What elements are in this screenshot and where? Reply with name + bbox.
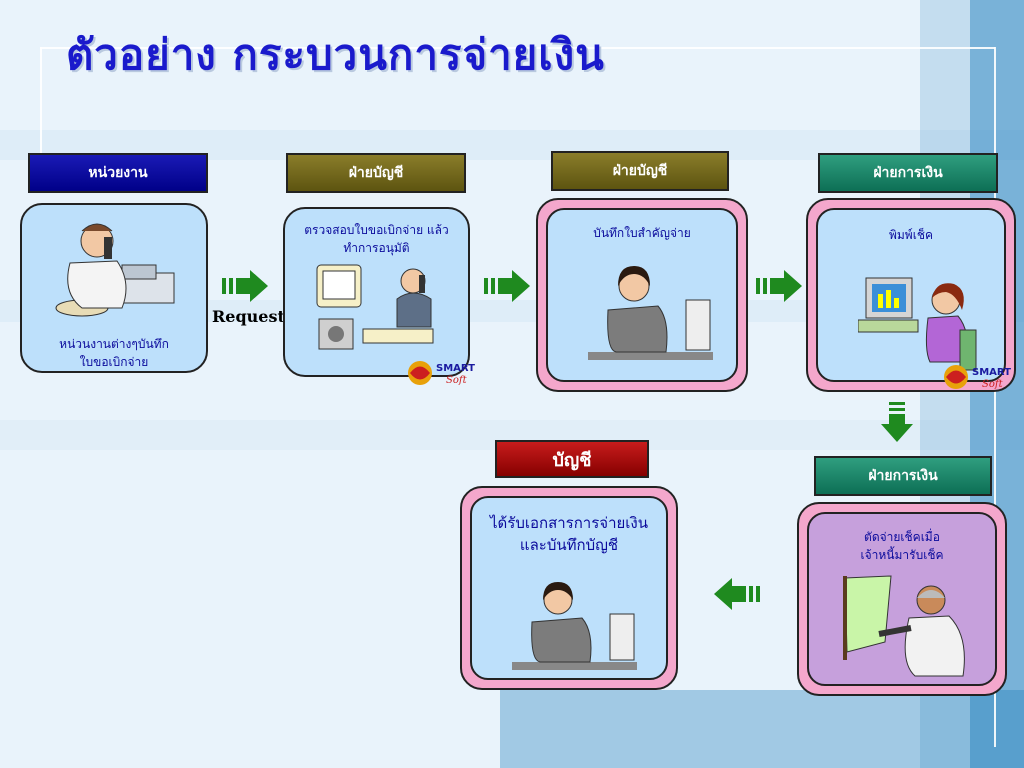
arrow-right-icon (222, 270, 268, 302)
step-2-text-line-2: ทำการอนุมัติ (343, 241, 410, 255)
step-4-heading: ฝ่ายการเงิน (818, 153, 998, 193)
step-6-card: ได้รับเอกสารการจ่ายเงิน และบันทึกบัญชี (460, 486, 678, 690)
logo-text-top: SMART (972, 367, 1011, 378)
step-5-heading: ฝ่ายการเงิน (814, 456, 992, 496)
arrow-right-icon (756, 270, 802, 302)
step-3-heading: ฝ่ายบัญชี (551, 151, 729, 191)
step-1-text-line-1: หน่วนงานต่างๆบันทึก (59, 337, 169, 351)
logo-text-top: SMART (436, 363, 475, 374)
arrow-left-icon (714, 578, 760, 610)
step-6-heading: บัญชี (495, 440, 649, 478)
page-title: ตัวอย่าง กระบวนการจ่ายเงิน (66, 30, 605, 79)
step-3-text-line-1: บันทึกใบสำคัญจ่าย (593, 226, 691, 240)
step-5-card: ตัดจ่ายเช็คเมื่อ เจ้าหนี้มารับเช็ค (797, 502, 1007, 696)
person-on-phone-icon (55, 223, 175, 317)
woman-at-desk-icon (512, 582, 637, 670)
step-1-card: หน่วนงานต่างๆบันทึก ใบขอเบิกจ่าย (20, 203, 208, 373)
step-2-card: ตรวจสอบใบขอเบิกจ่าย แล้ว ทำการอนุมัติ (283, 207, 470, 377)
smart-soft-logo: SMART Soft (942, 362, 1024, 392)
step-1-heading: หน่วยงาน (28, 153, 208, 193)
presenter-icon (843, 575, 965, 677)
arrow-right-icon (484, 270, 530, 302)
step-6-text-line-2: และบันทึกบัญชี (519, 536, 619, 554)
computer-desk-icon (316, 264, 434, 350)
smart-soft-logo: SMART Soft (406, 358, 488, 388)
step-5-text-line-2: เจ้าหนี้มารับเช็ค (860, 548, 944, 562)
step-6-text-line-1: ได้รับเอกสารการจ่ายเงิน (490, 514, 648, 532)
step-4-text-line-1: พิมพ์เช็ค (888, 228, 933, 242)
arrow-down-icon (881, 402, 913, 442)
step-5-text-line-1: ตัดจ่ายเช็คเมื่อ (864, 530, 940, 544)
step-2-text-line-1: ตรวจสอบใบขอเบิกจ่าย แล้ว (304, 223, 449, 237)
step-4-card: พิมพ์เช็ค (806, 198, 1016, 392)
logo-text-bottom: Soft (446, 375, 468, 386)
request-label: Request (212, 307, 285, 326)
step-1-text-line-2: ใบขอเบิกจ่าย (79, 355, 149, 369)
step-3-card: บันทึกใบสำคัญจ่าย (536, 198, 748, 392)
step-2-heading: ฝ่ายบัญชี (286, 153, 466, 193)
logo-text-bottom: Soft (982, 379, 1004, 390)
woman-at-desk-icon (588, 266, 713, 360)
woman-at-computer-icon (858, 277, 977, 371)
